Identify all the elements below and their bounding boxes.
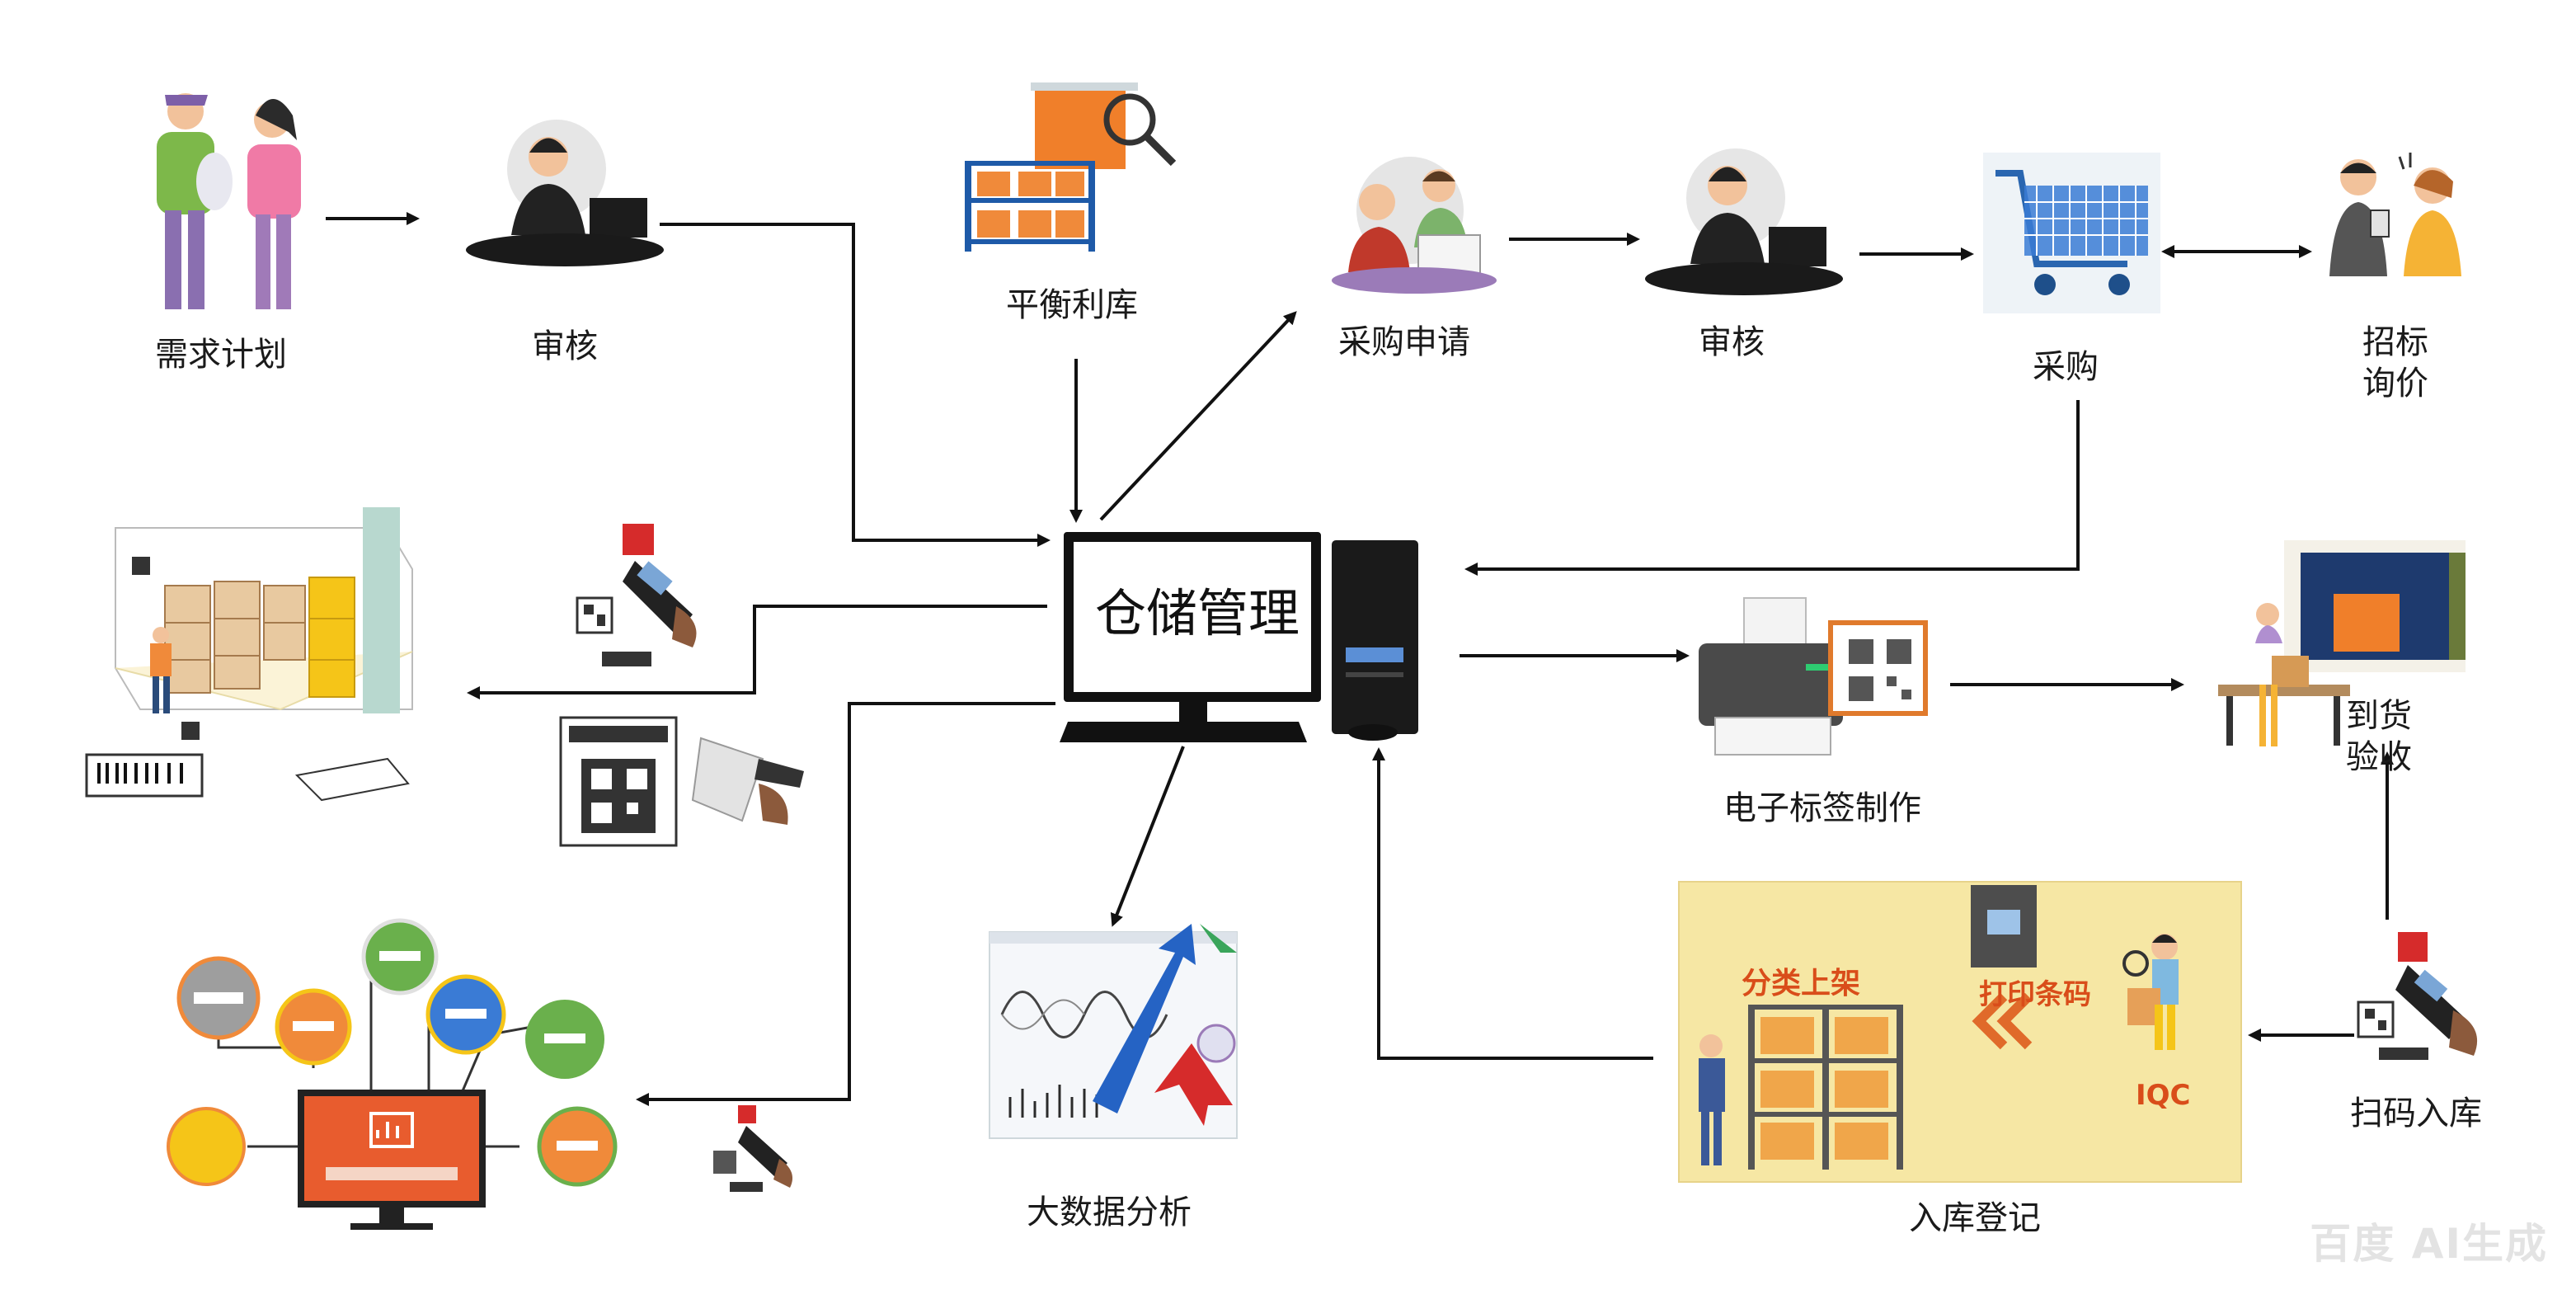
warehouse-icon — [85, 507, 413, 802]
dashboard-icon — [167, 918, 618, 1230]
shelf-icon — [965, 82, 1177, 252]
arrow-warehouse-to-request — [1099, 311, 1297, 521]
scanner-icon — [2357, 932, 2478, 1060]
node-arrival-check: 到货 验收 — [2346, 697, 2412, 776]
panel-shelving-label: 分类上架 — [1742, 967, 1861, 1000]
people-icon — [157, 93, 301, 309]
computer-icon — [1060, 540, 1418, 742]
reviewer-icon — [1645, 148, 1843, 295]
negotiation-icon — [2329, 153, 2461, 276]
node-purchase: 采购 — [2033, 348, 2099, 386]
chart-icon — [989, 924, 1238, 1139]
node-demand-plan: 需求计划 — [155, 336, 287, 374]
qrcode-icon — [559, 716, 804, 847]
node-review-2: 审核 — [1699, 323, 1765, 361]
node-warehouse-management: 仓储管理 — [1095, 583, 1300, 643]
scanner-icon — [576, 524, 697, 666]
node-big-data: 大数据分析 — [1027, 1193, 1192, 1231]
cart-icon — [1983, 153, 2160, 313]
node-label-making: 电子标签制作 — [1723, 789, 1921, 827]
receiving-icon — [2218, 540, 2466, 746]
node-purchase-request: 采购申请 — [1338, 323, 1470, 361]
arrow-warehouse-to-warehouse-area — [467, 605, 1047, 699]
arrow-purchase-to-warehouse — [1464, 400, 2080, 576]
arrow-panel-to-warehouse — [1372, 747, 1653, 1060]
node-scan-inbound: 扫码入库 — [2350, 1095, 2482, 1132]
printer-icon — [1699, 597, 1928, 756]
panel-print-label: 打印条码 — [1979, 978, 2091, 1011]
node-inbound-registration: 入库登记 — [1909, 1199, 2041, 1237]
arrow-warehouse-to-bigdata — [1110, 746, 1185, 927]
meeting-icon — [1332, 157, 1497, 294]
panel-iqc-label: IQC — [2136, 1079, 2191, 1112]
arrow-warehouse-to-dashboard — [636, 702, 1055, 1106]
monitor-screen — [1064, 532, 1321, 702]
inbound-scene-icon — [1699, 885, 2179, 1170]
node-review-1: 审核 — [532, 327, 598, 365]
arrow-review-to-warehouse — [660, 223, 1051, 547]
reviewer-icon — [466, 120, 664, 266]
watermark: 百度 AI生成 — [2310, 1220, 2548, 1268]
warehouse-computer: 仓储管理 — [1064, 532, 1321, 734]
node-balance-stock: 平衡利库 — [1006, 286, 1138, 324]
scanner-icon — [713, 1105, 793, 1192]
node-tender-inquiry: 招标 询价 — [2362, 323, 2428, 403]
